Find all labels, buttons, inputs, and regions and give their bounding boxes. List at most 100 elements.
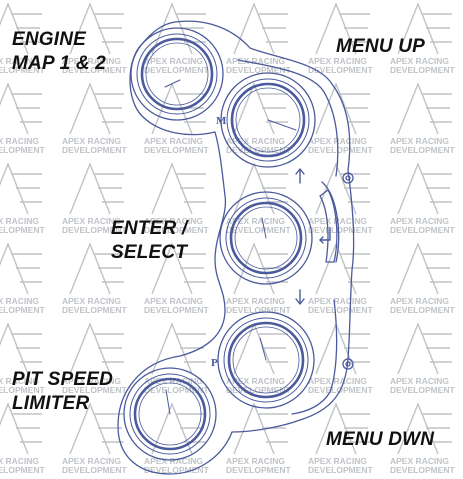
watermark-text-line2: DEVELOPMENT [226, 385, 292, 395]
menu-up-button[interactable] [220, 72, 316, 168]
watermark-text-line1: APEX RACING [0, 56, 39, 66]
watermark-text-line2: DEVELOPMENT [62, 145, 128, 155]
engine-map-button[interactable] [130, 27, 224, 121]
watermark-text-line1: APEX RACING [62, 456, 121, 466]
mount-hole-lower [342, 358, 354, 370]
apex-logo-icon [69, 402, 124, 455]
watermark-text-line1: APEX RACING [62, 56, 121, 66]
watermark-text-line1: APEX RACING [62, 376, 121, 386]
watermark-text-line1: APEX RACING [226, 56, 285, 66]
pit-speed-label-line2: LIMITER [12, 393, 90, 414]
apex-logo-icon [69, 322, 124, 375]
apex-logo-icon [69, 82, 124, 135]
watermark-text-line2: DEVELOPMENT [308, 145, 374, 155]
mount-hole-upper [342, 172, 354, 184]
watermark-text-line2: DEVELOPMENT [144, 65, 210, 75]
watermark-text-line2: DEVELOPMENT [226, 225, 292, 235]
watermark-text-line2: DEVELOPMENT [0, 65, 46, 75]
apex-logo-icon [151, 242, 206, 295]
menu-down-label: MENU DWN [326, 428, 434, 452]
engine-map-label-line2: MAP 1 & 2 [12, 53, 107, 74]
watermark-text-line2: DEVELOPMENT [0, 145, 46, 155]
knob-letter-m: M [216, 115, 227, 127]
watermark-text-line2: DEVELOPMENT [0, 305, 46, 315]
apex-logo-icon [315, 162, 370, 215]
watermark-text-line1: APEX RACING [390, 296, 449, 306]
pit-speed-limiter-label: PIT SPEED LIMITER [12, 368, 113, 416]
menu-down-button[interactable] [217, 311, 315, 409]
watermark-text-line2: DEVELOPMENT [62, 305, 128, 315]
watermark-text-line2: DEVELOPMENT [144, 225, 210, 235]
apex-logo-icon [233, 242, 288, 295]
watermark-text-line2: DEVELOPMENT [144, 305, 210, 315]
menu-down-label-text: MENU DWN [326, 429, 435, 450]
watermark-text-line1: APEX RACING [226, 376, 285, 386]
pit-speed-label-line1: PIT SPEED [12, 369, 114, 390]
enter-select-label: ENTER / SELECT [111, 217, 187, 265]
apex-logo-icon [315, 2, 370, 55]
watermark-text-line2: DEVELOPMENT [390, 145, 456, 155]
apex-logo-icon [397, 82, 452, 135]
apex-logo-icon [233, 2, 288, 55]
pit-speed-limiter-button[interactable] [123, 367, 217, 461]
watermark-text-line1: APEX RACING [62, 296, 121, 306]
apex-logo-icon [397, 162, 452, 215]
watermark-text-line1: APEX RACING [144, 136, 203, 146]
watermark-text-line2: DEVELOPMENT [390, 225, 456, 235]
watermark-text-line2: DEVELOPMENT [308, 465, 374, 475]
watermark-text-line2: DEVELOPMENT [0, 225, 46, 235]
watermark-text-line2: DEVELOPMENT [226, 65, 292, 75]
watermark-text-line1: APEX RACING [308, 376, 367, 386]
apex-logo-icon [315, 402, 370, 455]
watermark-text-line2: DEVELOPMENT [144, 385, 210, 395]
watermark-text-line2: DEVELOPMENT [226, 145, 292, 155]
apex-logo-icon [397, 242, 452, 295]
watermark-text-line2: DEVELOPMENT [144, 145, 210, 155]
watermark-text-line2: DEVELOPMENT [62, 225, 128, 235]
housing-outline [117, 20, 355, 475]
apex-logo-icon [69, 162, 124, 215]
watermark-text-line2: DEVELOPMENT [0, 385, 46, 395]
watermark-text-line1: APEX RACING [308, 56, 367, 66]
watermark-text-line2: DEVELOPMENT [308, 65, 374, 75]
watermark-text-line1: APEX RACING [390, 216, 449, 226]
watermark-text-line2: DEVELOPMENT [390, 465, 456, 475]
down-arrow-icon [295, 289, 305, 305]
enter-select-button[interactable] [219, 191, 313, 285]
apex-logo-icon [151, 322, 206, 375]
watermark-text-line1: APEX RACING [226, 456, 285, 466]
watermark-text-line2: DEVELOPMENT [308, 225, 374, 235]
watermark-text-line1: APEX RACING [226, 136, 285, 146]
watermark-text-line1: APEX RACING [226, 296, 285, 306]
apex-logo-icon [151, 2, 206, 55]
watermark-text-line2: DEVELOPMENT [390, 385, 456, 395]
apex-logo-icon [69, 242, 124, 295]
apex-logo-icon [315, 82, 370, 135]
watermark-text-line1: APEX RACING [308, 296, 367, 306]
apex-logo-icon [0, 2, 42, 55]
watermark-text-line1: APEX RACING [0, 296, 39, 306]
apex-logo-icon [233, 82, 288, 135]
apex-logo-icon [151, 162, 206, 215]
menu-up-label: MENU UP [336, 35, 425, 59]
watermark-text-line1: APEX RACING [144, 56, 203, 66]
